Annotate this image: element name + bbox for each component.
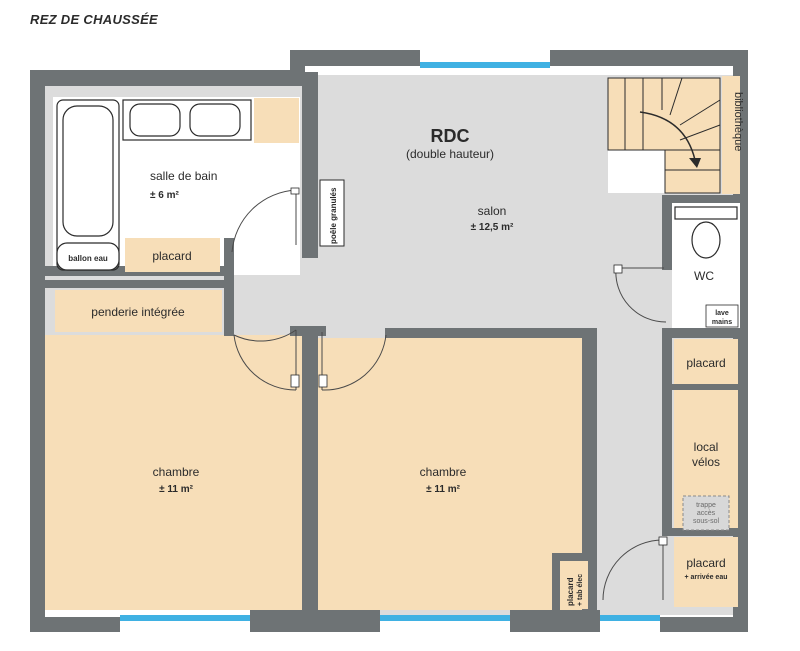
local-label-1: local <box>694 440 719 454</box>
bibliotheque-shelf <box>722 76 740 194</box>
bath-fixtures <box>56 99 252 271</box>
placard-bath <box>125 238 220 272</box>
placard-right-bottom-label: placard <box>686 556 725 570</box>
bedroom-left-area: ± 11 m² <box>159 484 194 495</box>
door-hinges <box>290 187 668 546</box>
arrivee-label: + arrivée eau <box>684 574 727 581</box>
rdc-label: RDC <box>431 126 470 146</box>
placard-small-label-2: + tab élec <box>577 574 584 606</box>
bath-area: ± 6 m² <box>150 190 179 201</box>
placard-bath-label: placard <box>152 249 191 263</box>
trappe-label-3: sous-sol <box>693 518 720 525</box>
staircase <box>607 77 721 194</box>
windows <box>120 62 660 621</box>
local-label-2: vélos <box>692 455 720 469</box>
bedroom-left-label: chambre <box>153 465 200 479</box>
ballon-label: ballon eau <box>68 254 108 263</box>
bath-cabinet <box>254 98 299 143</box>
penderie-label: penderie intégrée <box>91 305 185 319</box>
wc-label: WC <box>694 269 714 283</box>
trappe-label-2: accès <box>697 510 716 517</box>
plan-title: REZ DE CHAUSSÉE <box>30 12 159 27</box>
toilet-icon <box>674 206 738 259</box>
placard-right-top-label: placard <box>686 356 725 370</box>
bedroom-right-area: ± 11 m² <box>426 484 461 495</box>
rdc-note: (double hauteur) <box>406 147 494 161</box>
poele-box <box>319 179 345 247</box>
placard-right-bottom-fill <box>674 537 738 607</box>
placard-small-label-1: placard <box>566 577 575 606</box>
poele-label: poêle granulés <box>329 187 338 244</box>
salon-area: ± 12,5 m² <box>471 222 514 233</box>
trappe-box <box>682 495 730 531</box>
floor-bedroom-left <box>40 335 302 610</box>
lave-label-1: lave <box>715 310 729 317</box>
floor-bedroom-right <box>318 338 582 610</box>
lave-mains-box <box>705 304 739 328</box>
bath-label: salle de bain <box>150 169 217 183</box>
penderie <box>55 290 222 332</box>
bibliotheque-label: bibliothèque <box>732 92 744 151</box>
placard-right-top-fill <box>674 339 738 384</box>
lave-label-2: mains <box>712 319 732 326</box>
placard-small-fill <box>560 561 588 609</box>
bedroom-right-label: chambre <box>420 465 467 479</box>
salon-label: salon <box>478 204 507 218</box>
trappe-label-1: trappe <box>696 502 716 509</box>
